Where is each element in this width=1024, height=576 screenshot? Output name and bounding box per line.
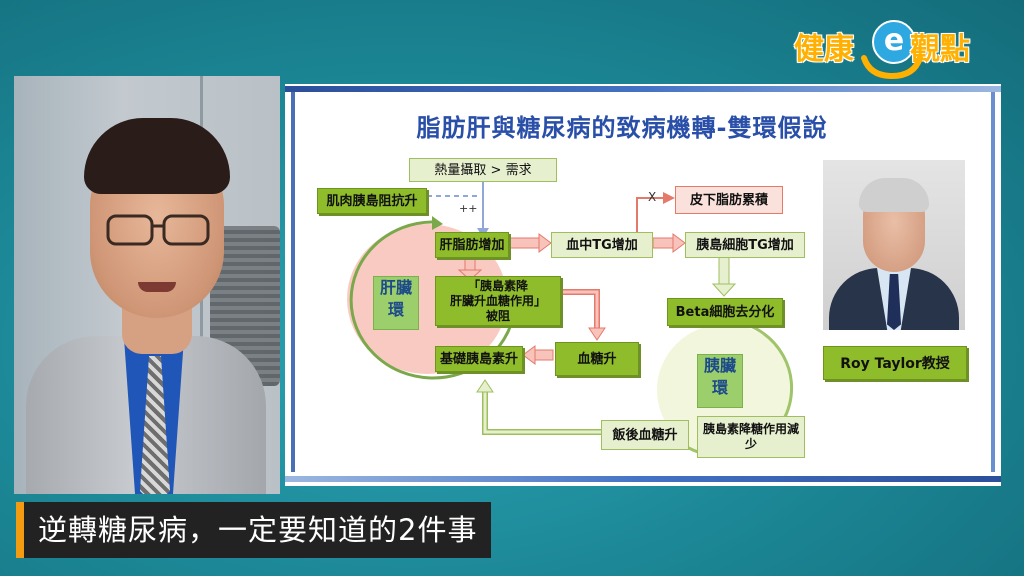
box-muscle-resistance: 肌肉胰島阻抗升: [317, 188, 427, 214]
webcam-panel: [14, 76, 280, 494]
box-beta-dediff: Beta細胞去分化: [667, 298, 783, 326]
flow-arrows: [427, 180, 737, 435]
box-blood-sugar: 血糖升: [555, 342, 639, 376]
roy-taylor-photo: [823, 160, 965, 330]
box-subcutaneous-fat: 皮下脂肪累積: [675, 186, 783, 214]
logo-e-badge: e: [872, 20, 916, 64]
box-postprandial: 飯後血糖升: [601, 420, 689, 450]
slide-border-top: [285, 86, 1001, 92]
slide-title: 脂肪肝與糖尿病的致病機轉-雙環假說: [416, 114, 828, 142]
subtitle-caption: 逆轉糖尿病，一定要知道的2件事: [24, 502, 492, 558]
plus-plus-marker: ++: [459, 202, 478, 215]
presenter-mouth: [138, 282, 176, 292]
box-blood-tg: 血中TG增加: [551, 232, 653, 258]
subtitle-accent: [16, 502, 24, 558]
person-name-label: Roy Taylor教授: [823, 346, 967, 380]
glasses-icon: [106, 214, 210, 246]
box-insulin-reduced: 胰島素降糖作用減少: [697, 416, 805, 458]
presenter-hair: [84, 118, 230, 194]
slide-border-bottom: [285, 476, 1001, 482]
channel-logo: 健康 e 觀點: [790, 14, 1010, 80]
photo-hair: [859, 178, 929, 212]
box-insulin-block: 「胰島素降 肝臟升血糖作用」 被阻: [435, 276, 561, 326]
hands-icon: [861, 55, 923, 80]
presentation-slide: 脂肪肝與糖尿病的致病機轉-雙環假說: [285, 84, 1001, 486]
box-calorie-intake: 熱量攝取 > 需求: [409, 158, 557, 182]
x-marker: X: [648, 190, 657, 204]
liver-ring-label: 肝臟 環: [373, 276, 419, 330]
slide-border-left: [291, 92, 295, 472]
logo-text-left: 健康: [794, 32, 854, 67]
box-islet-tg: 胰島細胞TG增加: [685, 232, 805, 258]
slide-border-right: [991, 92, 995, 472]
photo-tie: [887, 274, 901, 330]
pancreas-ring-label: 胰臟 環: [697, 354, 743, 408]
box-basal-insulin: 基礎胰島素升: [435, 346, 523, 372]
box-liver-fat: 肝脂肪增加: [435, 232, 509, 258]
